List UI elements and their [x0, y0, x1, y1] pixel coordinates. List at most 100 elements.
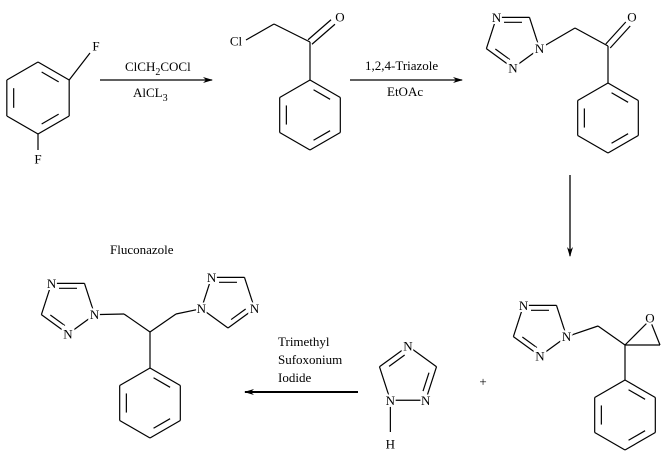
benzene-ring-bond [607, 82, 639, 102]
triazole-ring-bond [200, 277, 213, 309]
triazole-ring-bond [486, 48, 514, 69]
nitrogen-atom: N [47, 276, 57, 291]
benzene-ring-bond [607, 134, 639, 154]
step2-reagent-top: 1,2,4-Triazole [365, 58, 438, 73]
benzene-ring-bond [279, 131, 311, 151]
triazole-ring-bond [227, 308, 255, 329]
triazole-ring-bond [243, 277, 256, 309]
triazole-ring-bond [407, 345, 437, 368]
nitrogen-atom: N [63, 327, 73, 342]
triazole-ring-bond [67, 314, 95, 335]
benzene-ring-bond [37, 61, 70, 81]
oxygen-atom: O [645, 311, 654, 326]
triazole-ring-bond [378, 366, 391, 401]
nitrogen-atom: N [562, 329, 572, 344]
triazole-ring-bond [41, 314, 69, 335]
bond [539, 27, 576, 50]
triazole-ring-bond [83, 283, 96, 315]
benzene-ring-double-bond [611, 92, 629, 103]
nitrogen-atom: N [386, 393, 396, 408]
nitrogen-atom: N [421, 393, 431, 408]
bond [68, 52, 91, 81]
triazole-ring-bond [528, 17, 541, 49]
benzene-ring-bond [149, 367, 181, 387]
nitrogen-atom: N [535, 349, 545, 364]
benzene-ring-bond [279, 79, 311, 99]
nitrogen-atom: N [535, 41, 545, 56]
benzene-ring-double-bond [41, 113, 59, 125]
step1-reagent-top: ClCH2COCl [125, 59, 191, 78]
benzene-ring-double-bond [313, 89, 331, 100]
triazole-ring-bond [539, 336, 567, 357]
product-name-fluconazole: Fluconazole [110, 242, 174, 257]
chlorine-atom: Cl [230, 34, 243, 49]
bond [175, 308, 202, 315]
triazole-ring-bond [555, 305, 568, 337]
nitrogen-atom: N [207, 270, 217, 285]
bond [597, 325, 626, 346]
benzene-ring-bond [594, 379, 626, 399]
triazole-ring-double-bond [494, 48, 511, 61]
benzene-ring-bond [577, 82, 609, 102]
triazole-ring-bond [512, 305, 525, 337]
benzene-ring-bond [309, 131, 341, 151]
carbonyl-double-bond [609, 25, 631, 49]
benzene-ring-bond [309, 79, 341, 99]
triazole-ring-double-bond [230, 308, 247, 321]
oxygen-atom: O [627, 10, 636, 25]
bond [123, 313, 151, 333]
nitrogen-atom: N [197, 301, 207, 316]
bond [574, 27, 609, 47]
nitrogen-atom: N [403, 339, 413, 354]
triazole-ring-bond [485, 17, 498, 49]
triazole-ring-bond [201, 308, 229, 329]
triazole-ring-bond [512, 48, 540, 69]
step1-reagent-bottom: AlCL3 [133, 85, 168, 104]
plus-sign: + [479, 374, 486, 389]
bond [245, 23, 275, 41]
oxygen-atom: O [335, 10, 344, 25]
bond [94, 313, 125, 316]
triazole-ring-bond [513, 336, 541, 357]
triazole-ring-double-bond [388, 354, 406, 367]
benzene-ring-bond [6, 115, 39, 135]
benzene-ring-double-bond [153, 418, 171, 429]
step4-reagent-line-3: Iodide [278, 370, 311, 385]
carbonyl-double-bond [605, 21, 627, 45]
nitrogen-atom: N [492, 10, 502, 25]
benzene-ring-bond [594, 431, 626, 451]
benzene-ring-double-bond [628, 430, 646, 441]
benzene-ring-bond [6, 61, 39, 81]
triazole-ring-bond [379, 345, 409, 368]
fluorine-atom: F [92, 39, 99, 54]
benzene-ring-bond [577, 134, 609, 154]
hydrogen-atom: H [386, 437, 395, 452]
triazole-ring-double-bond [422, 372, 430, 392]
benzene-ring-bond [624, 431, 656, 451]
step4-reagent-line-2: Sufoxonium [278, 352, 342, 367]
bond [149, 313, 177, 333]
triazole-ring-bond [425, 366, 438, 401]
benzene-ring-double-bond [313, 130, 331, 141]
triazole-ring-double-bond [521, 336, 538, 349]
benzene-ring-bond [37, 115, 70, 135]
benzene-ring-bond [119, 419, 151, 439]
benzene-ring-bond [624, 379, 656, 399]
triazole-ring-double-bond [49, 314, 66, 327]
bond-layer [6, 16, 661, 451]
step4-reagent-line-1: Trimethyl [278, 334, 330, 349]
step2-reagent-bottom: EtOAc [387, 84, 423, 99]
nitrogen-atom: N [250, 301, 260, 316]
benzene-ring-double-bond [611, 133, 629, 144]
benzene-ring-bond [149, 419, 181, 439]
carbonyl-double-bond [311, 23, 336, 45]
bond [649, 319, 661, 346]
nitrogen-atom: N [508, 61, 518, 76]
carbonyl-double-bond [307, 19, 332, 41]
benzene-ring-double-bond [153, 377, 171, 388]
benzene-ring-bond [119, 367, 151, 387]
triazole-ring-bond [40, 283, 53, 315]
